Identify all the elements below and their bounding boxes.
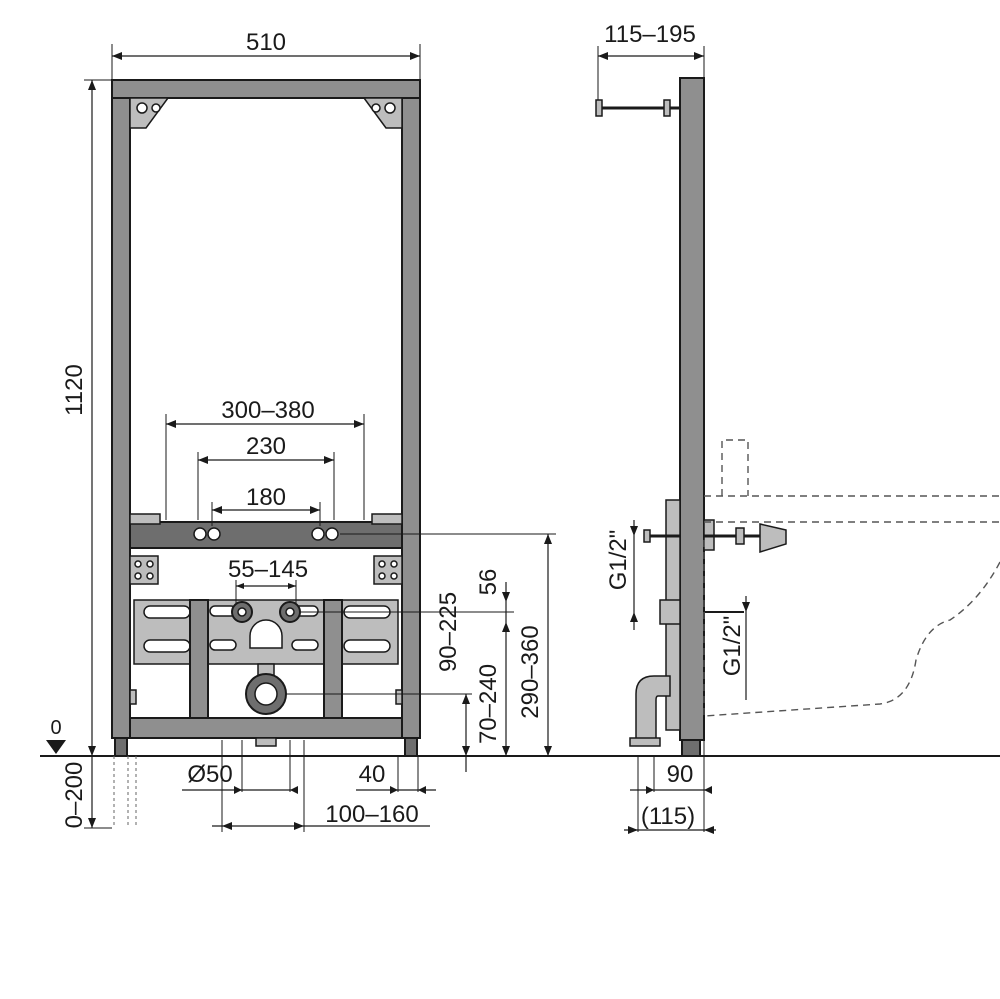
dim-height: 1120	[61, 364, 88, 416]
dim-70-240: 70–240	[475, 664, 502, 744]
top-right-bracket	[362, 97, 403, 129]
side-upright	[679, 77, 705, 741]
left-foot	[114, 737, 128, 757]
floor-level-label: 0	[50, 717, 61, 739]
right-upright	[401, 97, 421, 739]
inlet-left-connection	[193, 527, 221, 541]
inlet-crossbar	[129, 521, 403, 549]
mounting-slots	[143, 605, 391, 653]
top-rail	[111, 79, 421, 99]
bidet-outline	[703, 439, 1000, 717]
drain-outlet	[245, 663, 287, 747]
thread-label-upper: G1/2"	[605, 530, 632, 591]
left-upright	[111, 97, 131, 739]
dim-total-depth: (115)	[641, 803, 695, 830]
dim-fixing-spacing: 55–145	[228, 556, 308, 583]
dim-depth-range: 115–195	[604, 21, 696, 48]
front-view: 510 1120 0 0–200 300–380 230	[46, 29, 556, 832]
dim-inlet-height: 290–360	[517, 625, 544, 718]
bottom-rail	[129, 717, 403, 739]
dim-inlet-min: 180	[246, 484, 286, 511]
dim-inlet-mid: 230	[246, 433, 286, 460]
floor-level-arrow	[46, 740, 66, 754]
right-foot	[404, 737, 418, 757]
dim-56: 56	[475, 569, 502, 596]
bidet-tap	[759, 523, 787, 554]
top-left-bracket	[129, 97, 170, 129]
dim-drain-offset: 100–160	[325, 801, 418, 828]
dim-width: 510	[246, 29, 286, 56]
dim-inlet-range: 300–380	[221, 397, 314, 424]
thread-label-lower: G1/2"	[719, 616, 746, 677]
dim-foot-offset: 40	[359, 761, 386, 788]
dim-foot-adjust: 0–200	[61, 762, 88, 829]
dim-drain-diameter: Ø50	[187, 761, 232, 788]
side-view: 115–195 G1/2" G1/2" 90	[595, 21, 1000, 834]
dim-frame-depth: 90	[667, 761, 694, 788]
inlet-right-connection	[311, 527, 339, 541]
side-drain-elbow	[635, 675, 671, 743]
fixing-studs	[231, 601, 301, 623]
dim-90-225: 90–225	[435, 592, 462, 672]
